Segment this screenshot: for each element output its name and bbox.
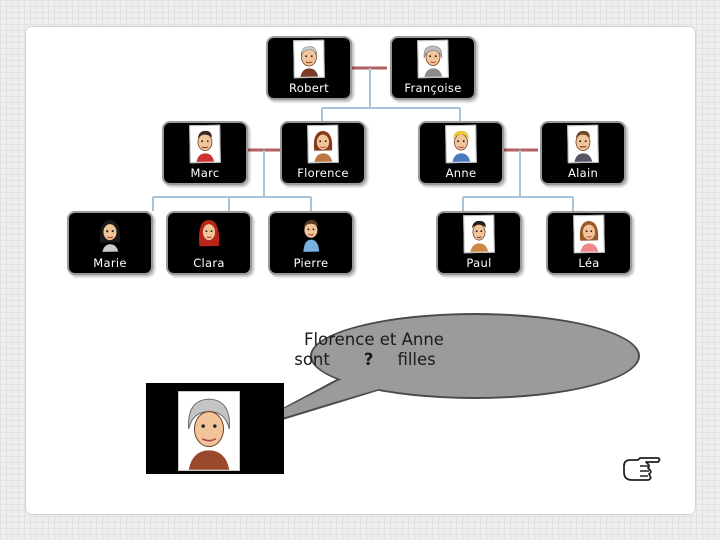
person-name: Léa: [578, 256, 600, 270]
portrait-frame: [293, 39, 325, 79]
person-name: Anne: [445, 166, 477, 180]
person-name: Alain: [567, 166, 599, 180]
person-card-lea[interactable]: Léa: [546, 211, 632, 275]
person-name: Robert: [289, 81, 329, 95]
person-card-alain[interactable]: Alain: [540, 121, 626, 185]
question-prefix: sont: [294, 350, 330, 369]
man-portrait-icon: [196, 130, 215, 162]
portrait-frame: [295, 214, 327, 254]
speaker-portrait: [178, 391, 240, 471]
old-woman-portrait-icon: [423, 45, 443, 77]
portrait-frame: [445, 124, 477, 164]
portrait-frame: [463, 214, 495, 254]
person-name: Florence: [297, 166, 349, 180]
person-card-clara[interactable]: Clara: [166, 211, 252, 275]
portrait-frame: [193, 214, 225, 254]
question-text: Florence et Anne sont? filles: [0, 330, 720, 370]
question-line-2: sont? filles: [0, 350, 720, 370]
person-card-marc[interactable]: Marc: [162, 121, 248, 185]
question-suffix: filles: [397, 350, 436, 369]
speech-bubble: [310, 313, 640, 399]
girl-portrait-icon: [99, 219, 121, 252]
person-card-paul[interactable]: Paul: [436, 211, 522, 275]
man-portrait-icon: [574, 130, 593, 162]
answer-blank[interactable]: ?: [363, 350, 374, 369]
person-card-pierre[interactable]: Pierre: [268, 211, 354, 275]
person-card-francoise[interactable]: Françoise: [390, 36, 476, 100]
girl-portrait-icon: [199, 219, 220, 247]
descent-lines: [152, 68, 574, 211]
portrait-frame: [567, 124, 599, 164]
woman-portrait-icon: [313, 130, 333, 162]
person-name: Clara: [193, 256, 225, 270]
old-man-portrait-icon: [300, 46, 319, 77]
person-card-marie[interactable]: Marie: [67, 211, 153, 275]
person-name: Françoise: [404, 81, 462, 95]
portrait-frame: [417, 39, 449, 79]
person-name: Marie: [93, 256, 127, 270]
girl-portrait-icon: [579, 220, 599, 252]
person-name: Paul: [466, 256, 492, 270]
person-name: Marc: [190, 166, 220, 180]
question-line-1: Florence et Anne: [304, 330, 444, 349]
next-button[interactable]: [620, 452, 662, 486]
portrait-frame: [573, 214, 605, 254]
person-card-robert[interactable]: Robert: [266, 36, 352, 100]
portrait-frame: [189, 124, 221, 164]
person-name: Pierre: [293, 256, 329, 270]
speaker-photo-box: [146, 383, 284, 474]
person-card-florence[interactable]: Florence: [280, 121, 366, 185]
boy-portrait-icon: [470, 220, 489, 252]
boy-portrait-icon: [303, 219, 320, 252]
portrait-frame: [94, 214, 126, 254]
person-card-anne[interactable]: Anne: [418, 121, 504, 185]
pointing-hand-icon: [623, 457, 661, 481]
old-woman-portrait-icon: [188, 398, 230, 470]
woman-portrait-icon: [452, 130, 471, 162]
portrait-frame: [307, 124, 339, 164]
